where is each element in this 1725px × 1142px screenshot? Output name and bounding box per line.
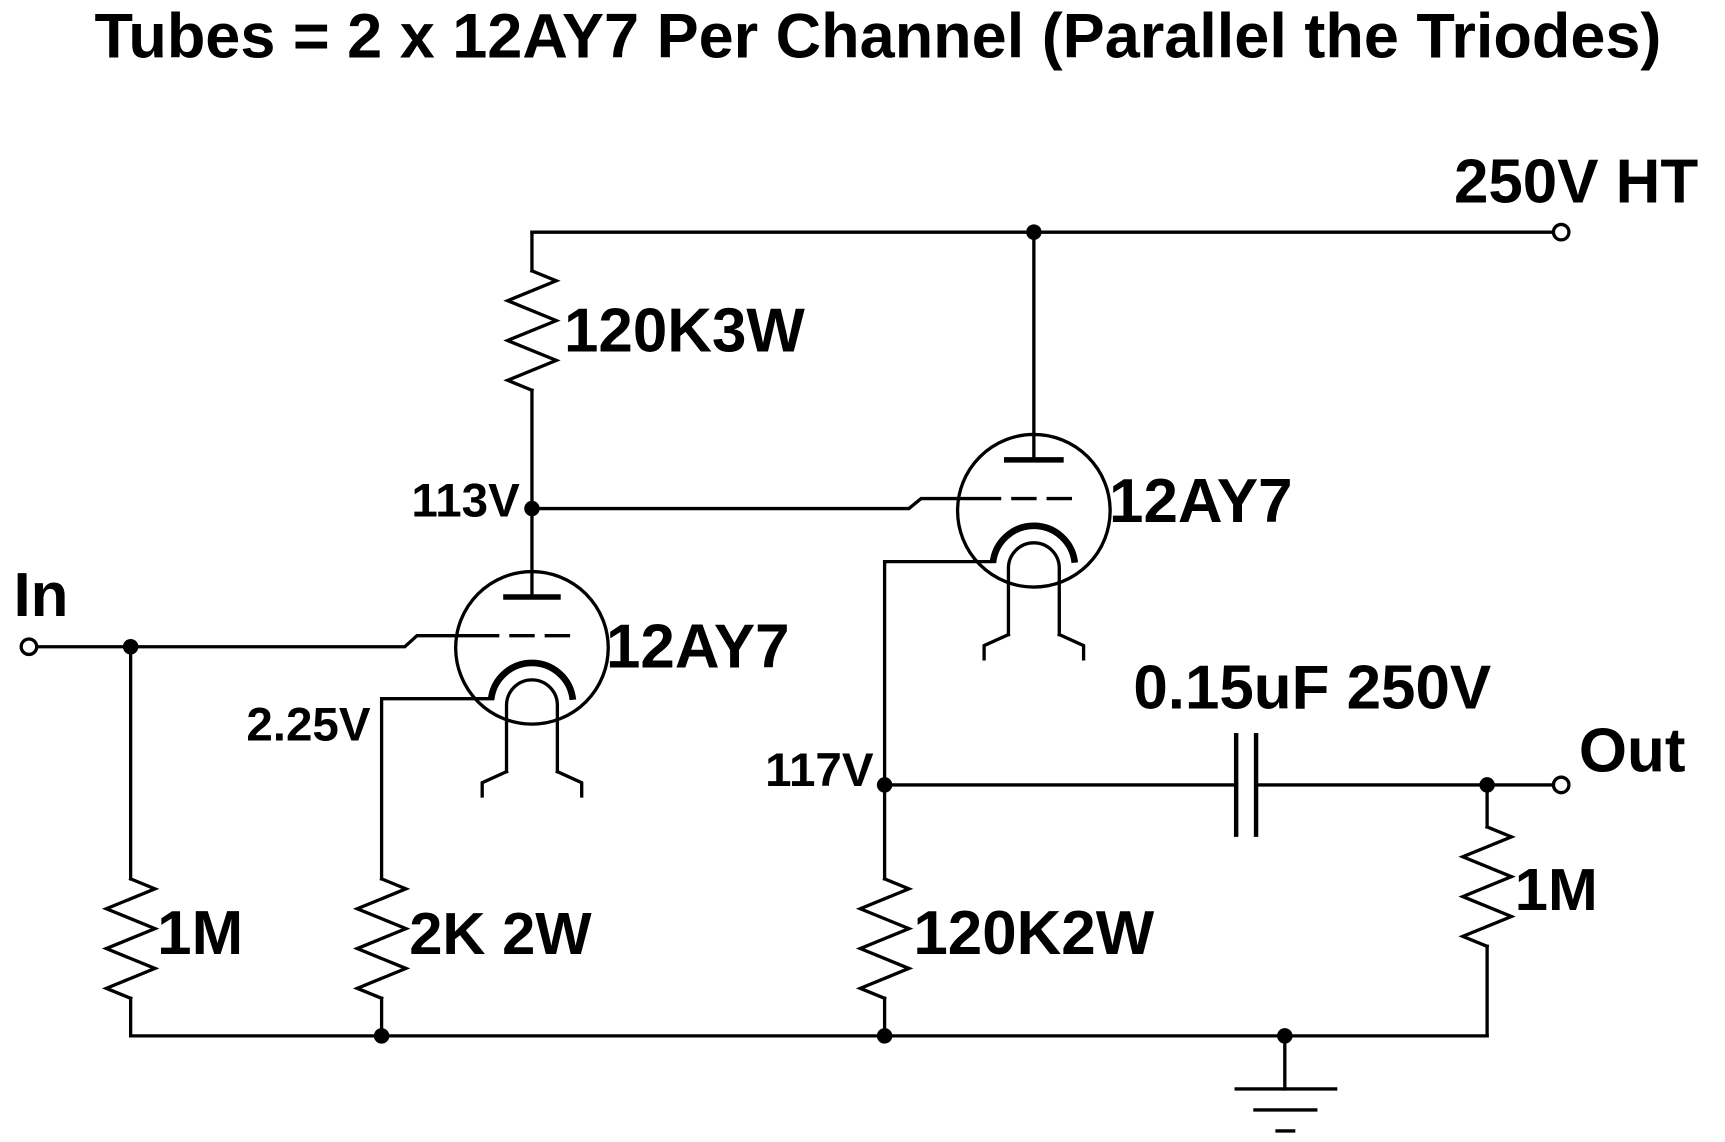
v1-heater (504, 678, 560, 774)
v2-heater-pin (982, 632, 1011, 661)
cathode-resistor-label: 2K 2W (409, 900, 592, 967)
v2-tube-label: 12AY7 (1109, 467, 1293, 536)
v1-heater-pin (555, 769, 584, 798)
junction-dot (876, 1028, 893, 1044)
grid-resistor (101, 876, 160, 1001)
input-terminal (19, 637, 39, 657)
output-terminal (1551, 775, 1571, 795)
interstage-wire (530, 496, 1002, 511)
v1-envelope (454, 569, 610, 726)
input-label: In (13, 561, 68, 630)
v2-cathode-voltage-label: 117V (765, 744, 874, 797)
tube-v2 (955, 230, 1112, 661)
follower-resistor-label: 120K2W (913, 899, 1154, 968)
plate-resistor-label: 120K3W (564, 297, 805, 366)
plate-resistor (503, 268, 561, 393)
ht-label: 250V HT (1454, 147, 1698, 216)
v2-cathode (989, 522, 1079, 564)
v2-heater (1006, 541, 1061, 637)
plate-node-voltage-label: 113V (411, 474, 520, 527)
grid-resistor-label: 1M (157, 899, 243, 968)
v1-heater-pin (480, 769, 509, 798)
cathode-resistor (352, 876, 411, 1001)
v1-tube-label: 12AY7 (606, 613, 790, 682)
follower-resistor (855, 876, 914, 1001)
v1-cathode-wire (379, 697, 494, 881)
output-resistor (1458, 824, 1516, 949)
ht-terminal (1551, 222, 1571, 242)
output-label: Out (1579, 717, 1686, 786)
v2-cathode-wire (882, 559, 996, 881)
output-resistor-label: 1M (1515, 856, 1598, 923)
v1-cathode (487, 659, 577, 701)
v1-cathode-voltage-label: 2.25V (246, 699, 370, 752)
junction-dot (373, 1028, 390, 1044)
diagram-title: Tubes = 2 x 12AY7 Per Channel (Parallel … (95, 1, 1662, 71)
input-wire (35, 634, 500, 649)
v2-heater-pin (1057, 632, 1086, 661)
v2-envelope (955, 432, 1112, 589)
ground-icon (1234, 1034, 1338, 1133)
tube-v1 (454, 569, 610, 798)
capacitor-label: 0.15uF 250V (1133, 654, 1491, 723)
